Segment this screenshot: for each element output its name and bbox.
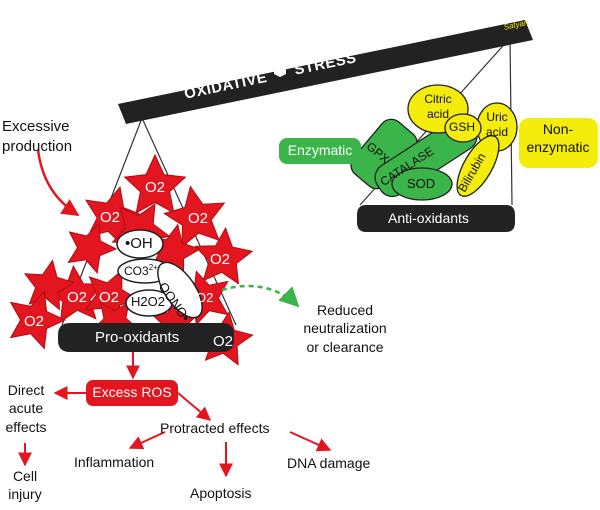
- o2-label: O2: [188, 210, 209, 227]
- o2-label: O2: [67, 289, 88, 306]
- reduced-clearance-arrow: [221, 284, 300, 308]
- o2-label: O2: [196, 290, 214, 305]
- sod-shape: [391, 167, 453, 201]
- o2-label: O2: [213, 333, 234, 350]
- nonenzymatic-antioxidants: [407, 84, 518, 197]
- pro-oxidants-label: Pro-oxidants: [95, 329, 180, 346]
- anti-oxidants-pan: [357, 205, 515, 232]
- excessive-production-arrow: [36, 149, 80, 217]
- non-enzymatic-label: Non- enzymatic: [526, 121, 590, 156]
- oxygen-star-shape: [163, 185, 226, 248]
- oxygen-star-shape: [9, 290, 67, 350]
- o2-label: O2: [210, 251, 231, 268]
- apoptosis-label: Apoptosis: [190, 485, 252, 501]
- uric-acid-label: Uric acid: [485, 110, 508, 140]
- oxygen-star-shape: [194, 226, 254, 285]
- inflammation-label: Inflammation: [74, 454, 155, 470]
- enzymatic-box: [279, 138, 361, 164]
- excess-ros-label: Excess ROS: [92, 384, 172, 400]
- direct-effects-label: Direct acute effects: [5, 382, 47, 435]
- excessive-production-label: Excessive production: [2, 118, 73, 155]
- citric-acid-label: Citric acid: [424, 92, 452, 122]
- gsh-label: GSH: [449, 120, 476, 134]
- non-enzymatic-box: [519, 118, 598, 168]
- onoo-oval: [157, 261, 203, 319]
- oxygen-star-shape: [23, 259, 75, 311]
- h2o2-label: H2O2: [131, 294, 165, 309]
- scale-beam: [118, 20, 533, 124]
- oh-label: •OH: [125, 235, 153, 252]
- dna-damage-label: DNA damage: [287, 455, 371, 471]
- cell-injury-label: Cell injury: [8, 468, 42, 503]
- flow-arrows: [18, 352, 332, 478]
- pro-oxidants-pan: [58, 323, 234, 352]
- o2-label: O2: [145, 179, 166, 196]
- beam-pivot-icon: [274, 65, 286, 77]
- species-ovals: [116, 229, 203, 319]
- co3-label: CO32+: [124, 263, 158, 278]
- oxygen-star-shape: [123, 153, 187, 214]
- sod-label: SOD: [407, 176, 436, 191]
- o2-label: O2: [24, 313, 45, 330]
- oh-oval: [116, 229, 164, 259]
- o2-label: O2: [99, 289, 120, 306]
- oxygen-star-shape: [85, 185, 145, 248]
- bilirubin-shape: [456, 135, 500, 197]
- gsh-shape: [444, 113, 482, 143]
- enzymatic-label: Enzymatic: [287, 142, 353, 158]
- protracted-effects-label: Protracted effects: [160, 420, 270, 436]
- o2-label: O2: [100, 209, 121, 226]
- reduced-clearance-label: Reduced neutralization or clearance: [303, 302, 387, 355]
- anti-oxidants-label: Anti-oxidants: [388, 210, 469, 226]
- excess-ros-box: [86, 380, 178, 406]
- oxygen-star-shape: [67, 222, 118, 275]
